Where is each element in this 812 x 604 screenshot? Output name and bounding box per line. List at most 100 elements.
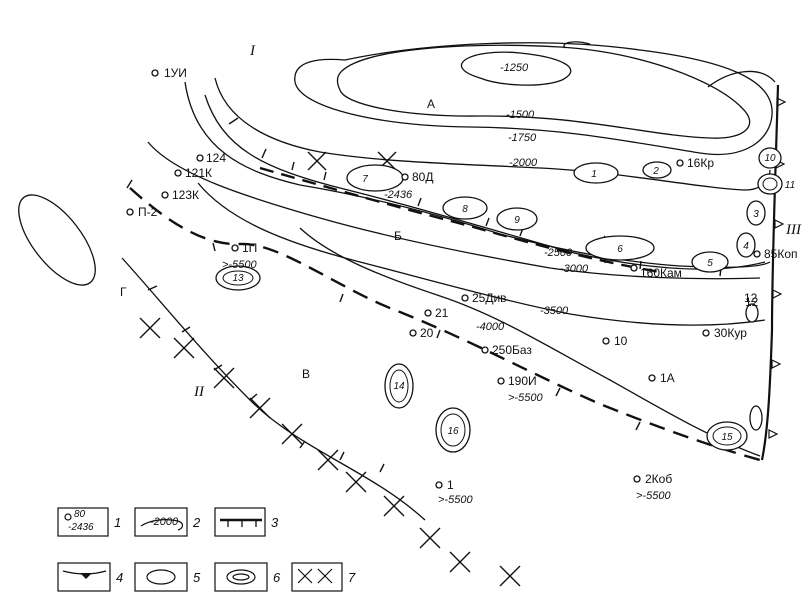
well-label: 85Коп bbox=[764, 247, 798, 261]
contour-line-3500 bbox=[197, 182, 766, 326]
fault-triangle bbox=[776, 97, 787, 107]
well-marker bbox=[151, 69, 159, 77]
well-marker bbox=[461, 294, 469, 302]
cross-marker bbox=[213, 367, 235, 389]
structure-outline bbox=[496, 207, 538, 231]
well-label: 121К bbox=[185, 166, 212, 180]
well-depth: -2436 bbox=[384, 189, 413, 201]
structure-outline bbox=[346, 164, 404, 192]
legend-cross-symbol bbox=[297, 568, 333, 584]
structure-number: 1 bbox=[591, 169, 597, 180]
structure-outline bbox=[215, 265, 261, 291]
fault-tick bbox=[485, 217, 490, 227]
structure-outline bbox=[691, 251, 729, 273]
fault-tick bbox=[555, 387, 561, 397]
structure-number: 11 bbox=[785, 180, 795, 191]
well-marker bbox=[702, 329, 710, 337]
structure-inner-ring bbox=[389, 369, 409, 403]
fault-tick bbox=[323, 171, 327, 181]
legend-contour-symbol bbox=[140, 519, 184, 531]
legend-sample-contour: -2000 bbox=[150, 516, 179, 528]
structure-number: 9 bbox=[514, 215, 520, 226]
fault-line-southwest bbox=[121, 257, 426, 521]
legend-structure-double-symbol bbox=[232, 573, 250, 581]
cross-marker bbox=[281, 423, 303, 445]
fault-tick bbox=[299, 440, 306, 449]
fault-triangle bbox=[774, 219, 785, 229]
well-label: 10 bbox=[614, 334, 628, 348]
structure-outline bbox=[758, 147, 782, 169]
contour-line-2000 bbox=[214, 77, 771, 191]
legend-number: 4 bbox=[116, 570, 123, 585]
structure-number: 5 bbox=[707, 258, 713, 269]
fault-tick bbox=[147, 285, 158, 291]
legend-number: 2 bbox=[192, 515, 201, 530]
contour-line-4000 bbox=[299, 227, 761, 457]
well-label: 1П bbox=[242, 241, 257, 255]
contour-line-east bbox=[563, 41, 591, 49]
well-depth: >-5500 bbox=[438, 494, 473, 506]
well-marker bbox=[435, 481, 443, 489]
well-label: 25Див bbox=[472, 291, 507, 305]
well-marker bbox=[409, 329, 417, 337]
well-label: 160Кам bbox=[640, 266, 682, 280]
fault-line-central bbox=[129, 187, 761, 462]
structure-number: 13 bbox=[232, 273, 244, 284]
region-label: II bbox=[193, 384, 205, 400]
zone-label: А bbox=[427, 97, 435, 111]
cross-marker bbox=[307, 151, 327, 171]
structure-outline bbox=[745, 303, 759, 323]
well-label: 20 bbox=[420, 326, 434, 340]
legend-number: 6 bbox=[273, 570, 281, 585]
structure-number: 2 bbox=[652, 166, 659, 177]
structure-inner-ring bbox=[440, 413, 466, 447]
region-label: I bbox=[249, 43, 256, 59]
well-label: П-2 bbox=[138, 205, 158, 219]
cross-marker bbox=[173, 337, 195, 359]
cross-marker bbox=[139, 317, 161, 339]
well-label: 12 bbox=[744, 291, 758, 305]
well-marker bbox=[196, 154, 204, 162]
well-label: 30Кур bbox=[714, 326, 747, 340]
fault-tick bbox=[228, 117, 239, 125]
cross-marker bbox=[249, 397, 271, 419]
structure-outline bbox=[585, 235, 655, 261]
structure-number: 3 bbox=[753, 209, 759, 220]
legend-thrust-triangle bbox=[80, 573, 92, 579]
contour-line-3000 bbox=[147, 141, 761, 280]
fault-line-north bbox=[204, 94, 766, 270]
contour-label: -4000 bbox=[476, 321, 505, 333]
structure-outline bbox=[736, 232, 756, 258]
well-label: 21 bbox=[435, 306, 449, 320]
contour-label: -1750 bbox=[508, 132, 537, 144]
well-marker bbox=[648, 374, 656, 382]
contour-label: -1500 bbox=[506, 109, 535, 121]
well-marker bbox=[231, 244, 239, 252]
fault-triangle bbox=[768, 429, 779, 439]
legend-well-symbol bbox=[64, 513, 72, 521]
contour-label: -2000 bbox=[509, 157, 538, 169]
cross-marker bbox=[449, 551, 471, 573]
legend-sample-depth: -2436 bbox=[68, 522, 94, 533]
legend-structure-double-symbol bbox=[226, 569, 256, 585]
fault-triangle bbox=[771, 359, 782, 369]
well-label: 190И bbox=[508, 374, 537, 388]
contour-line-1500 bbox=[336, 44, 751, 139]
legend-structure-symbol bbox=[146, 569, 176, 585]
contour-line-north bbox=[707, 70, 776, 88]
well-marker bbox=[174, 169, 182, 177]
cross-marker bbox=[383, 495, 405, 517]
contour-label: -2500 bbox=[544, 247, 573, 259]
fault-tick bbox=[261, 148, 267, 159]
legend-sample-well: 80 bbox=[74, 509, 86, 520]
cross-marker bbox=[317, 449, 339, 471]
well-label: 1 bbox=[447, 478, 454, 492]
well-marker bbox=[676, 159, 684, 167]
well-marker bbox=[633, 475, 641, 483]
fault-tick bbox=[635, 421, 641, 431]
region-label: III bbox=[785, 222, 802, 238]
fault-tick bbox=[126, 179, 133, 189]
well-marker bbox=[401, 173, 409, 181]
fault-line-east bbox=[760, 84, 780, 461]
well-label: 1А bbox=[660, 371, 675, 385]
